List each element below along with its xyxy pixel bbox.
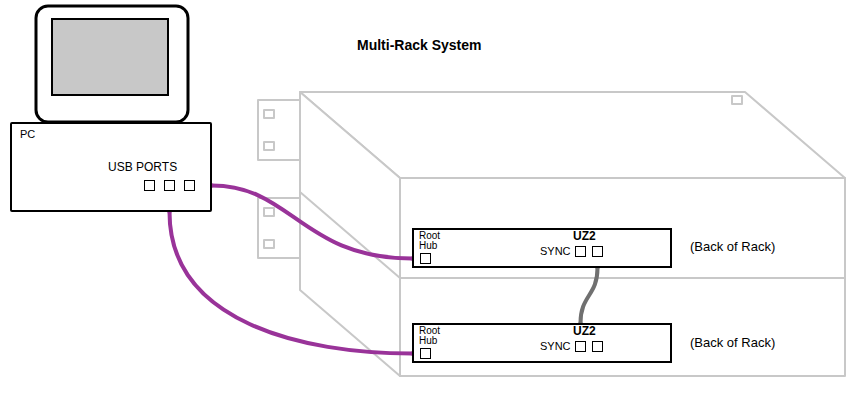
side-label: (Back of Rack): [690, 335, 775, 350]
port-socket: [420, 253, 431, 264]
sync-cable: [581, 268, 598, 323]
usb-cable: [170, 212, 413, 354]
rack-back-panel: Root Hub UZ2SYNC: [412, 323, 672, 363]
port-group-label: USB PORTS: [108, 160, 177, 174]
port-label: SYNC: [540, 245, 571, 258]
port-socket: [144, 180, 155, 191]
monitor-screen: [52, 19, 168, 95]
port-socket: [575, 246, 586, 257]
rack-back-panel: Root Hub UZ2SYNC: [412, 228, 672, 268]
port-socket: [420, 348, 431, 359]
port-label: Root Hub: [419, 231, 449, 251]
port-socket: [592, 341, 603, 352]
device-name: PC: [20, 128, 35, 141]
diagram-title: Multi-Rack System: [357, 37, 481, 53]
unit-model: UZ2: [572, 230, 597, 243]
port-socket: [575, 341, 586, 352]
port-socket: [164, 180, 175, 191]
port-label: Root Hub: [419, 326, 449, 346]
port-socket: [592, 246, 603, 257]
usb-cable: [212, 186, 412, 259]
side-label: (Back of Rack): [690, 239, 775, 254]
port-label: SYNC: [540, 340, 571, 353]
monitor: [36, 6, 188, 122]
unit-model: UZ2: [572, 325, 597, 338]
port-socket: [184, 180, 195, 191]
computer-box: PC USB PORTS: [10, 122, 212, 212]
